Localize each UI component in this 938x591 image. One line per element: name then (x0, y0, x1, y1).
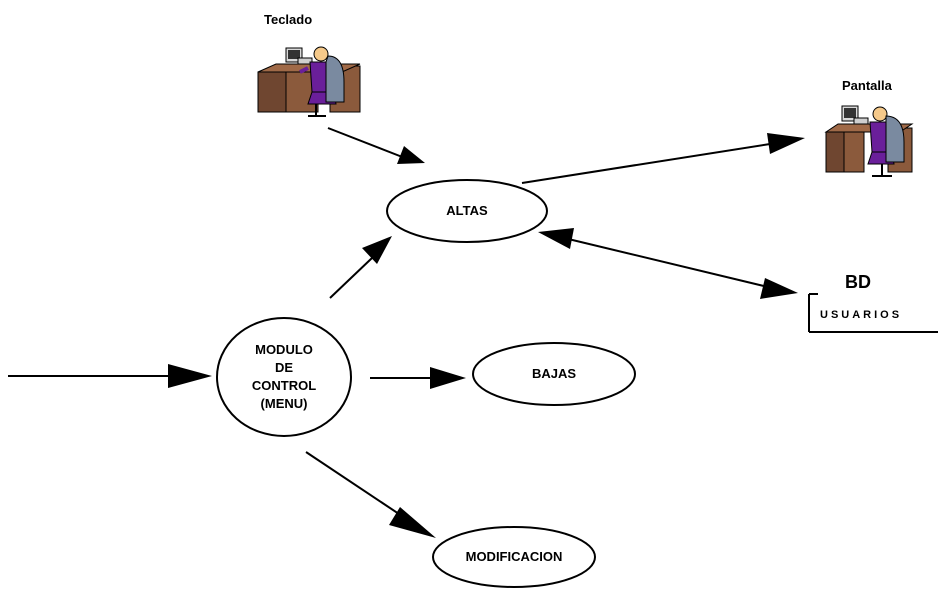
arrow-modulo-to-altas (329, 257, 373, 299)
node-modulo-label: MODULO DE CONTROL (MENU) (217, 341, 351, 413)
node-modulo-line-3: CONTROL (251, 378, 317, 393)
node-modulo-line-2: DE (274, 360, 294, 375)
arrowhead-modulo-bajas (430, 367, 466, 389)
person-at-computer-icon (257, 46, 361, 117)
label-pantalla: Pantalla (842, 78, 892, 93)
person-at-computer-icon (824, 105, 914, 177)
arrow-teclado-to-altas (327, 127, 411, 161)
label-usuarios: USUARIOS (820, 309, 903, 321)
datastore-bd (808, 293, 938, 333)
label-bd: BD (845, 272, 871, 292)
node-modificacion-label: MODIFICACION (465, 549, 563, 564)
arrowhead-teclado-altas (397, 146, 425, 164)
node-bajas-label: BAJAS (531, 366, 577, 381)
arrowhead-modulo-modificacion (389, 507, 436, 538)
arrow-modulo-to-modificacion (305, 451, 409, 521)
arrowhead-modulo-altas (362, 236, 392, 264)
arrowhead-bd-side (760, 278, 798, 299)
arrow-altas-bd (559, 236, 769, 288)
node-modificacion[interactable] (432, 526, 596, 588)
arrowhead-altas-side (538, 228, 574, 249)
node-modulo-line-4: (MENU) (260, 396, 308, 411)
node-modulo-line-1: MODULO (255, 342, 313, 357)
node-altas-label: ALTAS (446, 203, 488, 218)
arrow-altas-to-pantalla (521, 143, 771, 184)
arrows (8, 127, 805, 538)
node-bajas[interactable] (472, 342, 636, 406)
node-modulo[interactable] (216, 317, 352, 437)
arrowhead-input-modulo (168, 364, 212, 388)
node-altas[interactable] (386, 179, 548, 243)
arrowhead-altas-pantalla (767, 133, 805, 154)
label-teclado: Teclado (264, 12, 313, 27)
